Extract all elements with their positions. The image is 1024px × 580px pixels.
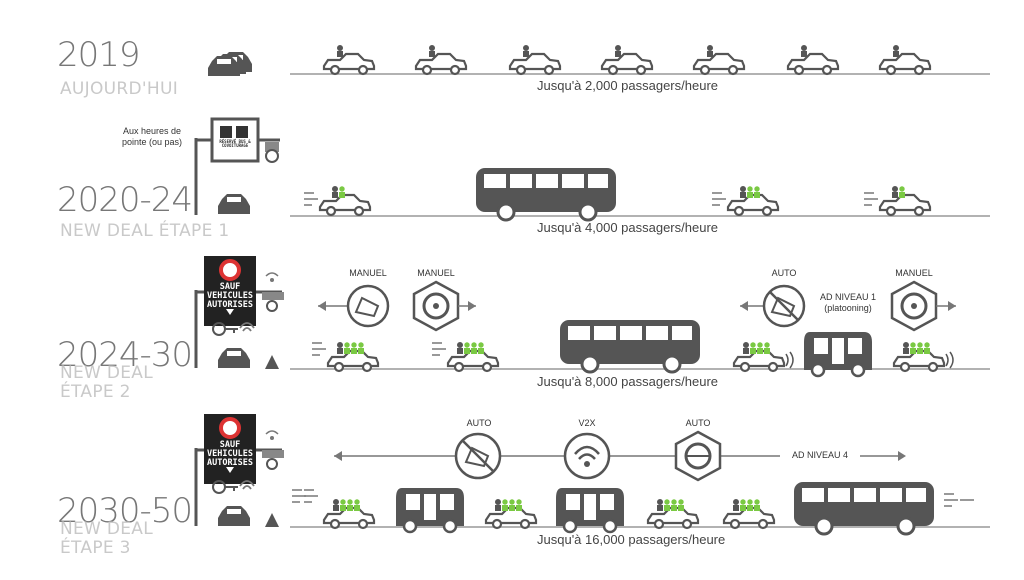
stage-2020-24: NEW DEAL ÉTAPE 1 <box>60 221 230 241</box>
carpool-car-row4-3 <box>646 499 700 530</box>
hov-sign-gantry <box>194 117 280 215</box>
label-manuel-2: MANUEL <box>417 268 455 278</box>
restricted-lane-sign-row3 <box>194 256 282 368</box>
speed-lines-row4-end <box>943 493 974 507</box>
sign-text-row4: SAUF VEHICULES AUTORISES <box>206 440 254 468</box>
restricted-lane-sign-row4 <box>194 414 282 526</box>
stage-2024-30: NEW DEAL ÉTAPE 2 <box>60 363 154 402</box>
stage-2030-50: NEW DEAL ÉTAPE 3 <box>60 519 154 558</box>
bus-row3 <box>558 318 702 374</box>
camera-icon-row3 <box>262 272 284 312</box>
label-manuel-1: MANUEL <box>349 268 387 278</box>
manual-pedal-badge <box>346 284 390 328</box>
capacity-2024-30: Jusqu'à 8,000 passagers/heure <box>537 374 718 389</box>
pod-row4-2 <box>554 486 626 534</box>
connected-signal-2 <box>945 351 954 369</box>
pod-row3 <box>802 330 874 378</box>
peak-hours-note: Aux heures de pointe (ou pas) <box>121 126 183 148</box>
carpool-car-row3-4 <box>892 342 946 373</box>
carpool-car-row3-1 <box>311 342 380 373</box>
car-silhouette-row2 <box>218 194 250 214</box>
car-row1 <box>322 45 932 76</box>
cone-icon-row4 <box>265 513 279 527</box>
car-silhouette-row4 <box>218 506 250 526</box>
traffic-jam-icon <box>208 52 252 76</box>
connected-signal-1 <box>785 351 794 369</box>
label-auto-row3: AUTO <box>771 268 797 278</box>
carpool-car-2 <box>711 186 780 217</box>
ad-level-1-label: AD NIVEAU 1 (platooning) <box>819 292 877 314</box>
capacity-2019: Jusqu'à 2,000 passagers/heure <box>537 78 718 93</box>
carpool-car-row4-1 <box>322 499 376 530</box>
carpool-car-3 <box>863 186 932 217</box>
sign-text-row3: SAUF VEHICULES AUTORISES <box>206 282 254 310</box>
carpool-car-row3-2 <box>431 342 500 373</box>
v2x-wifi-badge <box>563 432 611 480</box>
hov-sign-text: RÉSERVÉ BUS & COVOITURAGE <box>219 139 251 149</box>
camera-icon-row4 <box>262 430 284 470</box>
year-2030-50: 2030-50 <box>57 491 193 531</box>
carpool-car-row4-4 <box>722 499 776 530</box>
ad-level-4-label: AD NIVEAU 4 <box>780 450 860 460</box>
carpool-car-1 <box>303 186 372 217</box>
bus-row2 <box>474 166 618 222</box>
carpool-car-row4-2 <box>484 499 538 530</box>
car-silhouette-row3 <box>218 348 250 368</box>
key-icon-row4 <box>212 480 255 494</box>
key-icon-row3 <box>212 322 255 336</box>
year-2024-30: 2024-30 <box>57 335 193 375</box>
capacity-2020-24: Jusqu'à 4,000 passagers/heure <box>537 220 718 235</box>
capacity-2030-50: Jusqu'à 16,000 passagers/heure <box>537 532 726 547</box>
label-v2x: V2X <box>578 418 596 428</box>
stage-2019: AUJOURD'HUI <box>60 79 179 99</box>
year-2019: 2019 <box>57 35 141 75</box>
label-manuel-3: MANUEL <box>895 268 933 278</box>
cone-icon-row3 <box>265 355 279 369</box>
pod-row4-1 <box>394 486 466 534</box>
speed-lines-row4 <box>291 489 319 503</box>
year-2020-24: 2020-24 <box>57 180 193 220</box>
label-auto-row4-2: AUTO <box>685 418 711 428</box>
label-auto-row4-1: AUTO <box>466 418 492 428</box>
bus-row4 <box>792 480 936 536</box>
carpool-car-row3-3 <box>732 342 786 373</box>
